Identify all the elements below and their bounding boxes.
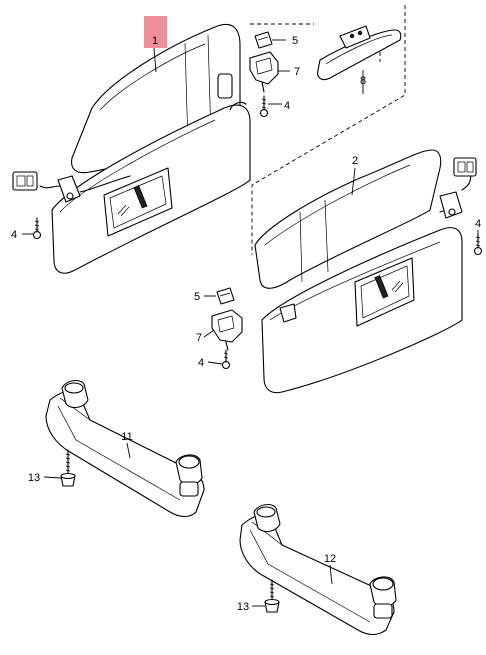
screw-4-a[interactable] [259,95,269,118]
leader-lines [22,39,479,607]
callout-1[interactable]: 1 [152,35,158,47]
callout-4-right[interactable]: 4 [475,218,481,230]
grab-handle-12[interactable] [239,503,397,636]
screw-4-b[interactable] [32,217,42,240]
sun-visor-left[interactable] [12,23,251,274]
callout-8[interactable]: 8 [360,75,366,87]
holder-7-lower[interactable] [211,309,243,351]
callout-2[interactable]: 2 [352,155,358,167]
screw-4-c[interactable] [473,233,483,256]
sun-visor-right[interactable] [254,149,477,394]
callout-7-upper[interactable]: 7 [294,66,300,78]
mirror-mount [339,25,371,49]
callout-7-lower[interactable]: 7 [196,332,202,344]
holder-7-upper[interactable] [249,51,279,93]
rear-view-mirror[interactable] [317,25,402,81]
callout-13-upper[interactable]: 13 [28,472,40,484]
screw-4-d[interactable] [221,349,231,370]
grab-handle-11[interactable] [45,379,205,518]
callout-1-highlight [144,16,167,48]
screw-13-a[interactable] [60,449,76,487]
callout-5-lower[interactable]: 5 [194,291,200,303]
callout-13-lower[interactable]: 13 [237,601,249,613]
callout-5-upper[interactable]: 5 [292,35,298,47]
callout-4-left[interactable]: 4 [11,229,17,241]
screw-13-b[interactable] [264,579,280,613]
visor-pivot-bracket [57,175,81,203]
clip-5-upper[interactable] [254,31,273,49]
visor-clip-slot [217,73,233,99]
vanity-mirror-cover[interactable] [103,167,173,237]
callout-11[interactable]: 11 [121,431,132,443]
clip-5-lower[interactable] [216,287,235,305]
callout-4-lower[interactable]: 4 [198,357,204,369]
visor-pivot-bracket-right [439,191,463,219]
callout-4-upper[interactable]: 4 [284,100,290,112]
callout-12[interactable]: 12 [324,553,336,565]
